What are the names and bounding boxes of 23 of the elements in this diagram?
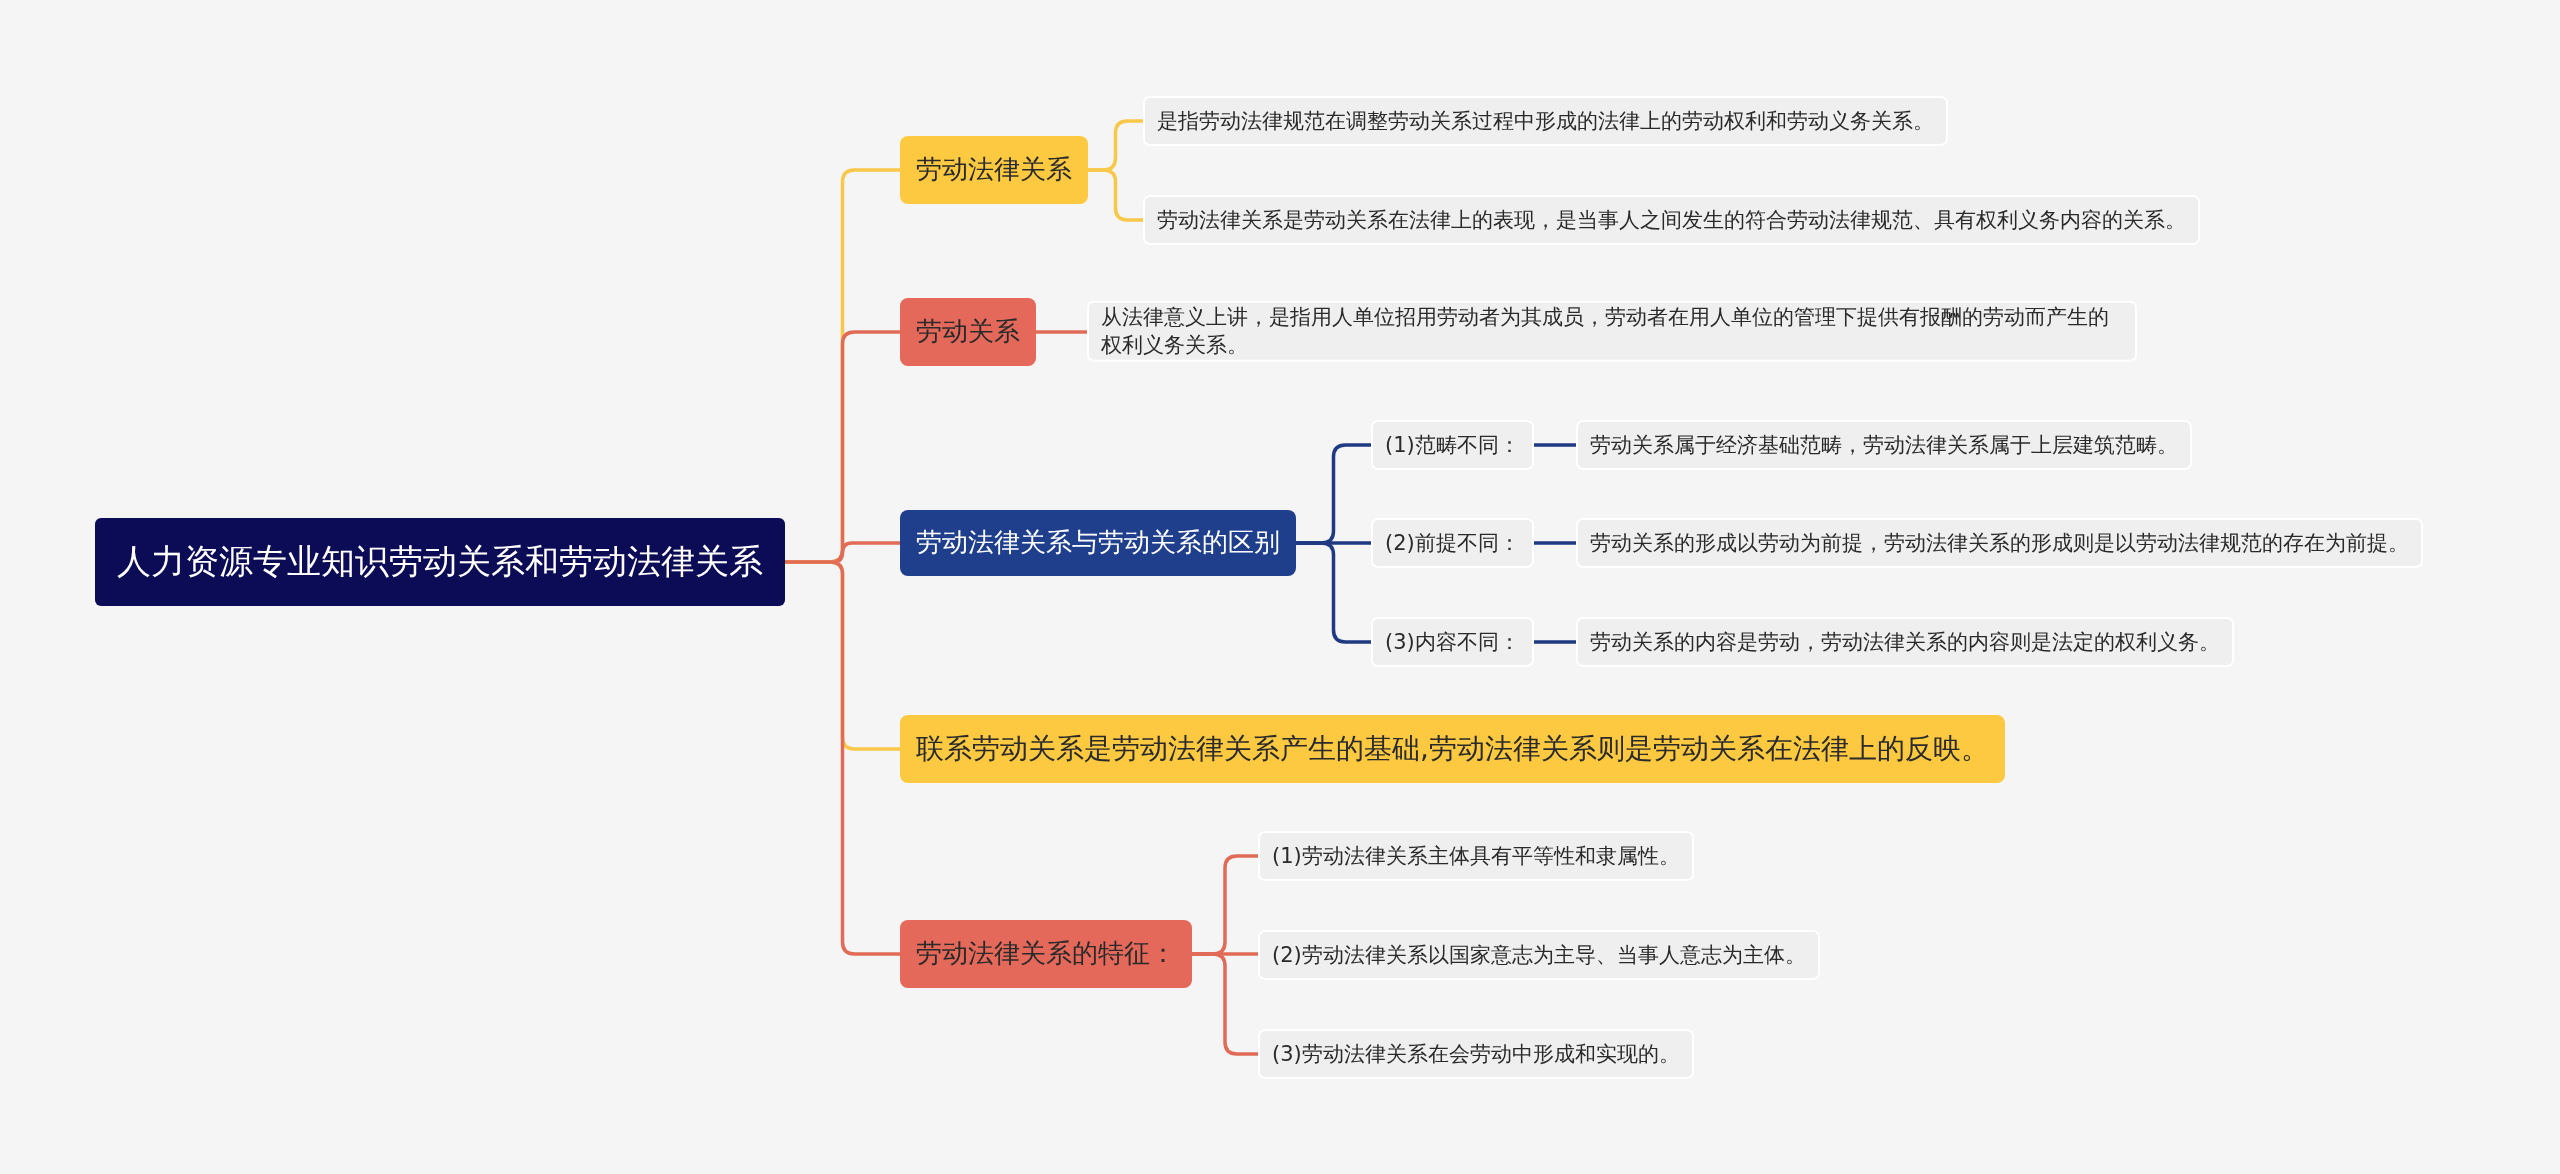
leaf-box: (2)劳动法律关系以国家意志为主导、当事人意志为主体。 <box>1258 930 1820 980</box>
leaf-box: 从法律意义上讲，是指用人单位招用劳动者为其成员，劳动者在用人单位的管理下提供有报酬的劳动而产生的权利义务关系。 <box>1087 300 2137 362</box>
leaf-box: (3)劳动法律关系在会劳动中形成和实现的。 <box>1258 1029 1694 1079</box>
leaf-box: (1)劳动法律关系主体具有平等性和隶属性。 <box>1258 831 1694 881</box>
root-topic: 人力资源专业知识劳动关系和劳动法律关系 <box>95 518 785 606</box>
branch-topic: 劳动法律关系的特征： <box>900 920 1192 988</box>
connector-line <box>1533 640 1576 644</box>
subtopic-box: (1)范畴不同： <box>1371 420 1534 470</box>
leaf-box: 劳动关系的形成以劳动为前提，劳动法律关系的形成则是以劳动法律规范的存在为前提。 <box>1576 518 2423 568</box>
subtopic-box: (2)前提不同： <box>1371 518 1534 568</box>
branch-topic: 联系劳动关系是劳动法律关系产生的基础,劳动法律关系则是劳动关系在法律上的反映。 <box>900 715 2005 783</box>
connector-line <box>1036 330 1087 334</box>
subtopic-box: (3)内容不同： <box>1371 617 1534 667</box>
branch-topic: 劳动法律关系与劳动关系的区别 <box>900 510 1296 576</box>
branch-topic: 劳动法律关系 <box>900 136 1088 204</box>
branch-topic: 劳动关系 <box>900 298 1036 366</box>
connector-line <box>1533 443 1576 447</box>
leaf-box: 劳动关系属于经济基础范畴，劳动法律关系属于上层建筑范畴。 <box>1576 420 2192 470</box>
leaf-box: 劳动法律关系是劳动关系在法律上的表现，是当事人之间发生的符合劳动法律规范、具有权利义务内容的关系。 <box>1143 195 2200 245</box>
leaf-box: 是指劳动法律规范在调整劳动关系过程中形成的法律上的劳动权利和劳动义务关系。 <box>1143 96 1948 146</box>
connector-line <box>1533 541 1576 545</box>
leaf-box: 劳动关系的内容是劳动，劳动法律关系的内容则是法定的权利义务。 <box>1576 617 2234 667</box>
connector-line <box>785 560 900 956</box>
